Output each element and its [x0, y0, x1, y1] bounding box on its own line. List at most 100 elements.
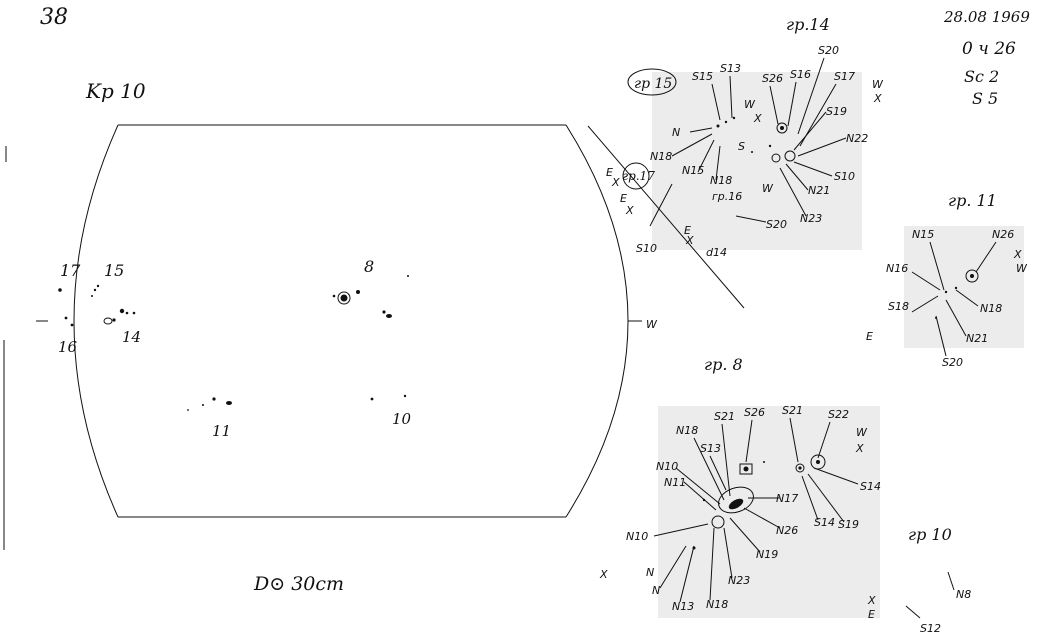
inset-label: W [856, 426, 868, 439]
inset-label: X [611, 176, 620, 189]
inset-label: S20 [818, 44, 839, 57]
inset-label: X [753, 112, 762, 125]
inset-label: гр.16 [712, 190, 742, 203]
inset-label: W [1016, 262, 1028, 275]
inset-label: S15 [692, 70, 713, 83]
spot [58, 288, 62, 292]
sheet-number: 38 [40, 5, 68, 30]
inset-label: S13 [720, 62, 741, 75]
inset-label: N15 [912, 228, 934, 241]
solar-disk: W [36, 124, 658, 518]
inset-gr11-panel [904, 226, 1024, 348]
inset-label: S17 [834, 70, 855, 83]
inset-gr8-panel [658, 406, 880, 618]
inset-gr10-title: гр 10 [908, 525, 952, 544]
inset-gr15-title: гр 15 [634, 76, 672, 92]
group-label-11: 11 [212, 422, 231, 440]
inset-gr10-labels: N8 S12 X E [867, 571, 971, 635]
inset-label: S10 [834, 170, 855, 183]
inset-label: N16 [886, 262, 908, 275]
disk-east-limb [73, 124, 119, 518]
seeing-s: S 5 [972, 89, 998, 108]
inset-gr17-outline [622, 162, 650, 190]
inset-label: X [867, 594, 876, 607]
group-label-8: 8 [364, 257, 374, 276]
inset-label: N26 [776, 524, 798, 537]
group-label-17: 17 [60, 261, 81, 280]
inset-label: S26 [762, 72, 783, 85]
inset-label: S10 [636, 242, 657, 255]
inset-label: N18 [980, 302, 1002, 315]
inset-label: S16 [790, 68, 811, 81]
inset-label: E [684, 224, 691, 237]
spot [403, 394, 407, 398]
inset-label: N17 [776, 492, 798, 505]
inset-label: S12 [920, 622, 941, 635]
spot [337, 291, 351, 305]
inset-label: N10 [656, 460, 678, 473]
spot [340, 294, 348, 302]
inset-label: N18 [650, 150, 672, 163]
inset-gr14-leaders [671, 57, 847, 223]
inset-label: N21 [966, 332, 988, 345]
inset-label: S20 [766, 218, 787, 231]
inset-label: S18 [888, 300, 909, 313]
disk-spots [58, 275, 409, 411]
inset-gr8-labels: N18 S21 S26 S21 S22 W X N10 S13 N11 N17 … [599, 404, 881, 613]
observation-time: 0 ч 26 [962, 39, 1016, 59]
inset-label: X [599, 568, 608, 581]
group-label-15: 15 [104, 261, 124, 280]
spot [132, 311, 136, 315]
spot [226, 401, 232, 405]
spot [386, 314, 392, 318]
inset-gr15-outline [627, 68, 677, 96]
inset-label: S22 [828, 408, 849, 421]
inset-label: S14 [860, 480, 881, 493]
inset-label: N23 [800, 212, 822, 225]
inset-label: d14 [706, 246, 727, 259]
spot [91, 295, 93, 297]
spot [112, 318, 116, 322]
inset-label: N19 [756, 548, 778, 561]
inset-label: N [646, 566, 654, 579]
inset-label: N13 [672, 600, 694, 613]
inset-label: N10 [626, 530, 648, 543]
inset-label: S19 [826, 105, 847, 118]
inset-label: N18 [676, 424, 698, 437]
observation-date: 28.08 1969 [943, 8, 1030, 26]
inset-label: S26 [744, 406, 765, 419]
inset-gr11-labels: N15 N26 N16 W X S18 N18 N21 S20 E [866, 228, 1028, 369]
inset-label: X [685, 234, 694, 247]
inset-label: W [744, 98, 756, 111]
inset-label: S [738, 140, 745, 153]
inset-label: W [872, 78, 884, 91]
group-label-10: 10 [392, 410, 412, 428]
inset-gr14-title: гр.14 [786, 15, 830, 34]
disk-diameter: D⊙ 30cm [253, 573, 344, 595]
inset-label: X [855, 442, 864, 455]
spot [356, 290, 360, 294]
spot [407, 275, 409, 277]
inset-gr8-leaders [653, 417, 859, 603]
inset-gr17: E X E X S10 [587, 125, 745, 309]
inset-label: N26 [992, 228, 1014, 241]
inset-label: N18 [706, 598, 728, 611]
spot [93, 288, 97, 292]
spot [382, 310, 386, 314]
disk-west-limb [565, 124, 629, 518]
inset-label: E [866, 330, 873, 343]
inset-label: E [868, 608, 875, 621]
inset-label: S21 [714, 410, 735, 423]
spot [64, 316, 68, 320]
inset-gr8-title: гр. 8 [704, 355, 743, 374]
spot [332, 294, 336, 298]
inset-label: S20 [942, 356, 963, 369]
inset-gr17-title: гр.17 [622, 169, 655, 183]
seeing-sc: Sc 2 [964, 67, 999, 86]
inset-label: N18 [710, 174, 732, 187]
inset-label: X [625, 204, 634, 217]
inset-label: N [672, 126, 680, 139]
group-label-14: 14 [122, 328, 141, 346]
inset-label: N8 [956, 588, 971, 601]
